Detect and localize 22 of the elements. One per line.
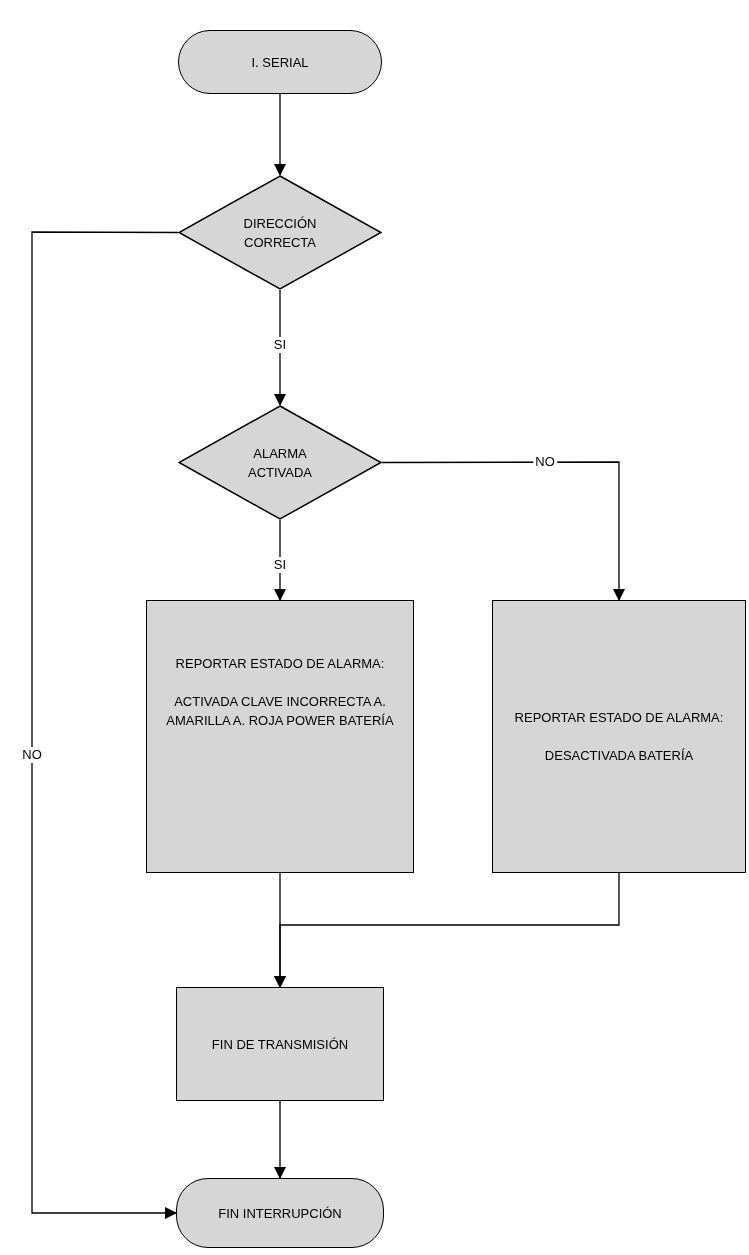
node-text: DESACTIVADA BATERÍA <box>544 747 694 765</box>
decision-diamond <box>178 405 382 520</box>
edge-label: NO <box>20 747 44 763</box>
arrow <box>274 289 286 406</box>
node-text: REPORTAR ESTADO DE ALARMA: <box>175 654 385 673</box>
arrow <box>31 231 179 1219</box>
node-text: ACTIVADA CLAVE INCORRECTA A. AMARILLA A. ROJA POWER BATERÍA <box>165 692 395 730</box>
terminal-shape <box>176 1178 384 1248</box>
arrow <box>381 461 625 601</box>
arrow <box>274 872 620 988</box>
process-box <box>146 600 414 873</box>
process-box <box>492 600 746 873</box>
process-box <box>176 987 384 1101</box>
decision-diamond <box>178 175 382 290</box>
arrow <box>274 1100 286 1179</box>
node-text: DIRECCIÓN CORRECTA <box>242 214 318 252</box>
node-text: FIN INTERRUPCIÓN <box>218 1204 342 1223</box>
arrow <box>274 93 286 176</box>
node-text: FIN DE TRANSMISIÓN <box>211 1035 349 1054</box>
node-text: REPORTAR ESTADO DE ALARMA: <box>514 709 724 727</box>
node-text: ALARMA ACTIVADA <box>246 444 314 482</box>
node-text: I. SERIAL <box>251 53 309 72</box>
